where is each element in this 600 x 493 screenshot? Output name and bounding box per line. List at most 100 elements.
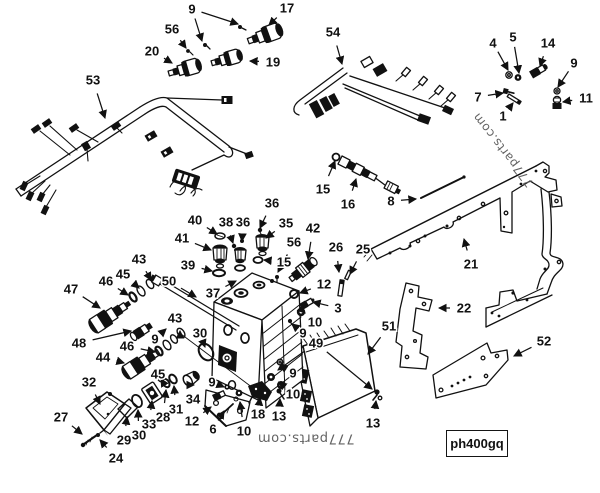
part-label-18: 18 bbox=[251, 407, 265, 422]
leader-line-33 bbox=[146, 399, 156, 411]
leader-line-50 bbox=[180, 287, 197, 298]
leader-line-41 bbox=[194, 242, 213, 252]
part-label-5: 5 bbox=[509, 30, 516, 45]
leader-line-44 bbox=[115, 356, 126, 366]
part-label-19: 19 bbox=[266, 55, 280, 70]
leader-line-6 bbox=[216, 410, 225, 421]
part-label-56: 56 bbox=[165, 22, 179, 37]
leader-lines bbox=[71, 11, 573, 449]
part-label-56: 56 bbox=[287, 235, 301, 250]
wiring-harness-54 bbox=[293, 55, 457, 125]
leader-line-9 bbox=[557, 70, 570, 88]
oring-30-lower bbox=[131, 393, 143, 409]
oring-12-upper bbox=[289, 289, 299, 299]
part-label-41: 41 bbox=[175, 231, 189, 246]
leader-line-9 bbox=[215, 379, 226, 389]
clamp-18 bbox=[248, 381, 272, 404]
part-label-14: 14 bbox=[541, 36, 556, 51]
leader-line-28 bbox=[160, 388, 170, 404]
leader-line-24 bbox=[99, 439, 109, 449]
part-label-33: 33 bbox=[142, 417, 156, 432]
nut-9-lower bbox=[224, 384, 230, 390]
plug-34 bbox=[182, 370, 200, 387]
part-label-28: 28 bbox=[156, 410, 170, 425]
leader-line-42 bbox=[304, 241, 314, 261]
leader-line-15 bbox=[327, 159, 336, 177]
part-label-48: 48 bbox=[72, 336, 86, 351]
bolt-27 bbox=[80, 433, 99, 448]
bolt-13-right bbox=[372, 389, 383, 401]
part-label-34: 34 bbox=[186, 392, 201, 407]
leader-line-13 bbox=[370, 399, 380, 410]
part-label-10: 10 bbox=[237, 424, 251, 439]
leader-line-4 bbox=[497, 51, 509, 71]
part-label-30: 30 bbox=[193, 326, 207, 341]
ecm-module-51 bbox=[295, 323, 376, 427]
bracket-22 bbox=[395, 282, 433, 370]
leader-line-11 bbox=[561, 96, 573, 105]
leader-line-20 bbox=[163, 55, 173, 64]
leader-line-46 bbox=[117, 287, 129, 296]
plate-33 bbox=[141, 381, 163, 405]
part-label-4: 4 bbox=[489, 36, 497, 51]
leader-line-3 bbox=[311, 299, 329, 309]
plate-52 bbox=[432, 342, 509, 399]
grommet-10-upper bbox=[296, 307, 306, 317]
part-label-43: 43 bbox=[168, 311, 182, 326]
leader-line-10 bbox=[236, 400, 246, 418]
leader-line-47 bbox=[82, 296, 101, 309]
part-label-1: 1 bbox=[499, 109, 506, 124]
sender-16 bbox=[331, 152, 402, 195]
screw-56-a bbox=[186, 49, 194, 56]
leader-line-9 bbox=[194, 18, 204, 43]
part-label-36: 36 bbox=[236, 215, 250, 230]
part-label-44: 44 bbox=[96, 350, 111, 365]
screw-9-b bbox=[203, 43, 211, 50]
leader-line-56 bbox=[177, 39, 187, 49]
pin-25 bbox=[344, 269, 352, 281]
leader-line-26 bbox=[333, 260, 343, 274]
leader-line-10 bbox=[278, 381, 288, 391]
part-label-37: 37 bbox=[206, 286, 220, 301]
part-label-15: 15 bbox=[316, 182, 330, 197]
watermark-bottom: 777parts.com bbox=[257, 430, 355, 446]
fitting-38-group bbox=[231, 239, 247, 272]
leader-line-48 bbox=[92, 328, 133, 341]
part-label-6: 6 bbox=[209, 422, 216, 437]
leader-line-56 bbox=[277, 254, 288, 273]
rod-8 bbox=[420, 175, 466, 199]
leader-line-38 bbox=[226, 234, 235, 245]
leader-line-51 bbox=[367, 336, 382, 355]
part-label-9: 9 bbox=[299, 326, 306, 341]
part-label-51: 51 bbox=[382, 319, 396, 334]
mounting-bracket-21 bbox=[363, 161, 564, 328]
sensor-47 bbox=[88, 300, 132, 334]
leader-line-29 bbox=[121, 415, 131, 427]
part-label-39: 39 bbox=[181, 258, 195, 273]
part-label-26: 26 bbox=[329, 240, 343, 255]
fuel-line-50 bbox=[149, 274, 254, 389]
part-label-21: 21 bbox=[464, 257, 478, 272]
part-code-badge: ph400gq bbox=[446, 430, 508, 457]
hardware-cluster bbox=[502, 63, 562, 109]
leader-line-52 bbox=[513, 346, 532, 357]
part-label-29: 29 bbox=[117, 433, 131, 448]
part-label-10: 10 bbox=[286, 387, 300, 402]
sensor-19 bbox=[210, 48, 243, 67]
part-label-36: 36 bbox=[265, 196, 279, 211]
part-label-9: 9 bbox=[188, 2, 195, 17]
part-label-47: 47 bbox=[64, 282, 78, 297]
leader-line-7 bbox=[487, 89, 505, 99]
leader-line-32 bbox=[92, 394, 101, 405]
grommet-10-lower bbox=[233, 389, 243, 402]
leader-line-25 bbox=[349, 261, 358, 275]
part-label-50: 50 bbox=[162, 274, 176, 289]
part-label-20: 20 bbox=[145, 44, 159, 59]
valve-32 bbox=[85, 391, 132, 436]
leader-line-43 bbox=[143, 270, 152, 281]
part-label-24: 24 bbox=[109, 451, 124, 466]
leader-line-9 bbox=[201, 11, 240, 26]
leader-line-49 bbox=[326, 351, 373, 390]
